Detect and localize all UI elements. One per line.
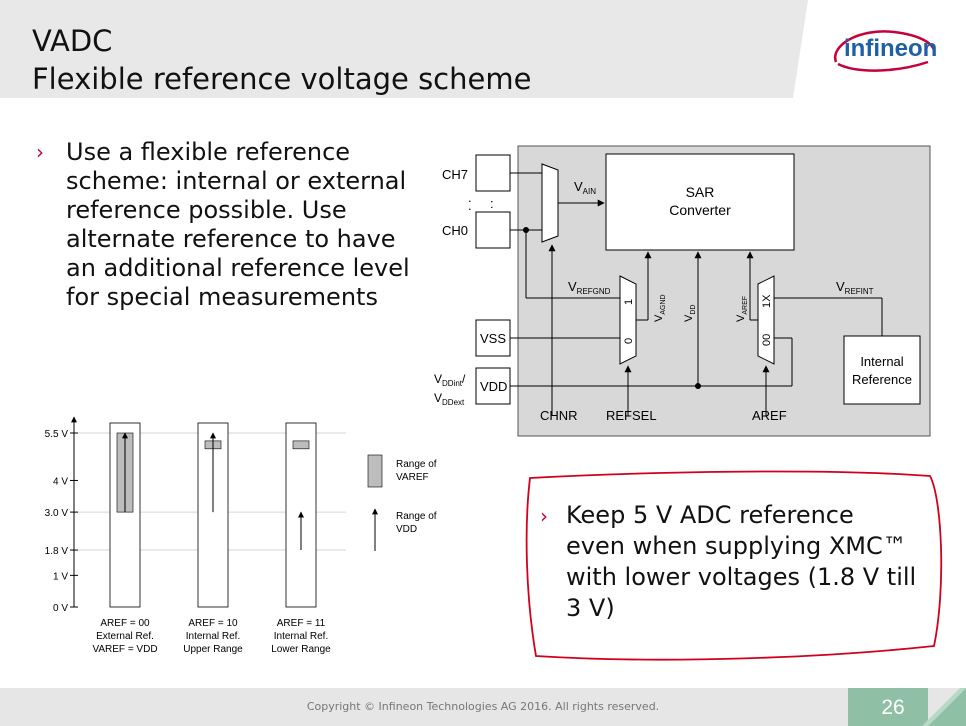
callout-bullet: › Keep 5 V ADC reference even when suppl… (540, 500, 920, 624)
label-varef: VAREF (735, 296, 749, 322)
y-tick-label-0: 5.5 V (45, 429, 69, 440)
infineon-logo: infineon (833, 30, 937, 72)
mux2-top: 1X (761, 294, 773, 308)
legend-label-1-1: VDD (396, 524, 417, 535)
internal-reference-block (843, 335, 921, 405)
reference-mux (757, 275, 775, 365)
legend-label-0-0: Range of (396, 459, 437, 470)
logo-text: infineon (844, 35, 937, 62)
slide-title: VADC Flexible reference voltage scheme (32, 22, 531, 98)
column-label-0-0: AREF = 00 (100, 618, 150, 629)
column-label-2-1: Internal Ref. (274, 631, 328, 642)
callout-outline (525, 470, 943, 661)
header-background (0, 0, 808, 98)
legend-label-0-1: VAREF (396, 472, 429, 483)
column-label-1-2: Upper Range (183, 644, 243, 655)
copyright-text: Copyright © Infineon Technologies AG 201… (306, 700, 660, 713)
label-chnr: CHNR (540, 408, 578, 423)
column-label-2-2: Lower Range (271, 644, 331, 655)
sar-line-2: Converter (669, 202, 731, 218)
mux1-top: 1 (623, 299, 635, 305)
label-refsel: REFSEL (606, 408, 657, 423)
label-ch0: CH0 (442, 223, 468, 238)
callout-marker: › (540, 504, 548, 528)
column-label-0-2: VAREF = VDD (92, 644, 157, 655)
label-vrefgnd: VREFGND (568, 279, 611, 296)
callout-text: Keep 5 V ADC reference even when supplyi… (566, 501, 917, 622)
pin-vss (475, 319, 511, 357)
label-vddint: VDDint/ (434, 372, 466, 388)
y-tick-label-5: 0 V (53, 603, 68, 614)
mux2-bottom: 00 (761, 334, 773, 346)
legend-box-swatch (367, 454, 383, 488)
label-vddext: VDDext (434, 391, 465, 407)
label-vss: VSS (480, 331, 506, 346)
voltage-range-chart: 5.5 V 4 V 3.0 V 1.8 V 1 V 0 V AREF = 00 Externa… (45, 416, 437, 655)
ground-mux (619, 275, 637, 365)
header-band (0, 0, 966, 98)
footer: Copyright © Infineon Technologies AG 201… (0, 688, 966, 726)
label-vrefint: VREFINT (836, 279, 874, 296)
title-line-2: Flexible reference voltage scheme (32, 62, 532, 96)
varef-range-bar-2 (292, 440, 310, 450)
label-vdd: VDD (480, 379, 507, 394)
column-label-1-1: Internal Ref. (186, 631, 240, 642)
label-vdd-vertical: VDD (683, 305, 697, 322)
pin-ch7 (475, 154, 511, 192)
label-vain: VAIN (574, 179, 596, 196)
pin-ch0 (475, 211, 511, 249)
y-tick-label-4: 1 V (53, 571, 68, 582)
mux1-bottom: 0 (623, 338, 635, 344)
title-line-1: VADC (32, 24, 113, 58)
column-label-1-0: AREF = 10 (188, 618, 238, 629)
column-label-0-1: External Ref. (96, 631, 154, 642)
channel-mux (541, 163, 559, 243)
y-tick-label-1: 4 V (53, 476, 68, 487)
footer-corner-graphic (848, 688, 966, 726)
internal-ref-line-2: Reference (852, 372, 912, 387)
dots-vertical: . (468, 190, 472, 205)
main-bullet-text: Use a flexible reference scheme: interna… (66, 138, 410, 311)
sar-line-1: SAR (686, 184, 715, 200)
page-number: 26 (881, 696, 905, 719)
label-ch7: CH7 (442, 167, 468, 182)
label-aref: AREF (752, 408, 787, 423)
dots-colon: : (490, 196, 494, 211)
y-tick-label-3: 1.8 V (45, 546, 69, 557)
bullet-marker: › (36, 140, 44, 164)
column-label-2-0: AREF = 11 (277, 618, 326, 629)
main-bullet: › Use a flexible reference scheme: inter… (36, 138, 426, 312)
block-diagram: CH7 CH0 . . : VSS VDD VDDint/ VDDext VAI… (434, 145, 931, 437)
internal-ref-line-1: Internal (860, 354, 903, 369)
legend-label-1-0: Range of (396, 511, 437, 522)
y-tick-label-2: 3.0 V (45, 508, 69, 519)
label-vagnd: VAGND (653, 294, 667, 322)
dots-vertical-2: . (468, 198, 472, 213)
sar-converter (605, 153, 795, 251)
